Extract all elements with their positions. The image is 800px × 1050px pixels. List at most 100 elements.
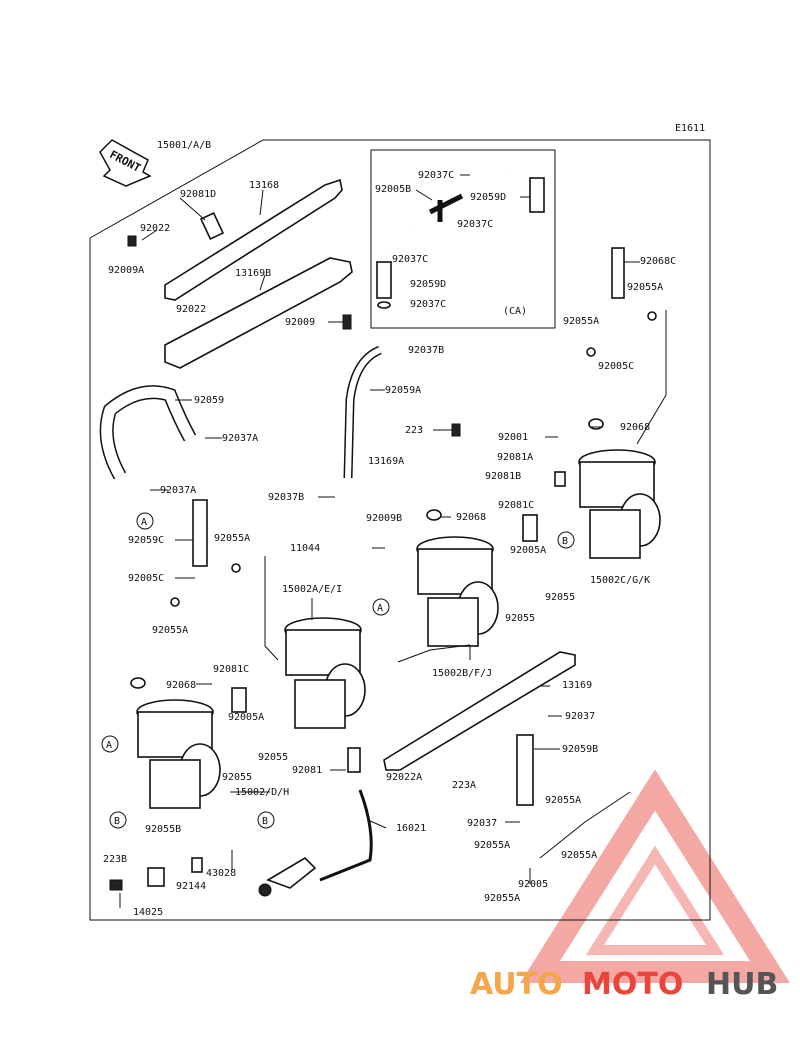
- label-13169b: 13169B: [235, 268, 271, 279]
- label-92081: 92081: [292, 765, 322, 776]
- watermark-logo: [520, 769, 790, 983]
- label-92005: 92005: [518, 879, 548, 890]
- label-14025: 14025: [133, 907, 163, 918]
- small-parts: [109, 247, 657, 897]
- label-92055a-5: 92055A: [545, 795, 581, 806]
- diagram-id: E1611: [675, 123, 705, 134]
- label-92055-d: 92055: [222, 772, 252, 783]
- label-92005c-1: 92005C: [598, 361, 634, 372]
- ca-inset: (CA): [370, 149, 556, 329]
- label-92022a: 92022A: [386, 772, 422, 783]
- label-92055a-4: 92055A: [152, 625, 188, 636]
- label-92037b-1: 92037B: [408, 345, 444, 356]
- label-223a: 223A: [452, 780, 476, 791]
- label-92009b: 92009B: [366, 513, 402, 524]
- label-92037c-1: 92037C: [418, 170, 454, 181]
- label-92005a-1: 92005A: [510, 545, 546, 556]
- front-arrow: FRONT: [99, 139, 152, 187]
- circle-marker-a-2: A: [372, 598, 390, 616]
- label-92005a-2: 92005A: [228, 712, 264, 723]
- label-43028: 43028: [206, 868, 236, 879]
- label-15002cgk: 15002C/G/K: [590, 575, 650, 586]
- label-223b: 223B: [103, 854, 127, 865]
- label-92005c-2: 92005C: [128, 573, 164, 584]
- label-16021: 16021: [396, 823, 426, 834]
- label-92009: 92009: [285, 317, 315, 328]
- label-92037c-4: 92037C: [410, 299, 446, 310]
- label-92005b: 92005B: [375, 184, 411, 195]
- watermark-hub: HUB: [706, 967, 778, 1002]
- diagram-frame: E1611: [89, 123, 711, 921]
- marker-b-text: B: [114, 816, 120, 827]
- watermark-moto: MOTO: [582, 967, 683, 1002]
- label-92055a-6b: 92055A: [474, 840, 510, 851]
- marker-b-text: B: [562, 536, 568, 547]
- label-92055a-1: 92055A: [627, 282, 663, 293]
- carb-left: [136, 699, 221, 809]
- circle-marker-a-3: A: [101, 735, 119, 753]
- label-92037c-2: 92037C: [457, 219, 493, 230]
- circle-marker-b-1: B: [557, 531, 575, 549]
- label-92055b: 92055B: [145, 824, 181, 835]
- label-92055-c: 92055: [258, 752, 288, 763]
- label-92055-b: 92055: [505, 613, 535, 624]
- label-15001: 15001/A/B: [157, 140, 211, 151]
- label-92059a: 92059A: [385, 385, 421, 396]
- label-92055a-3: 92055A: [214, 533, 250, 544]
- marker-a-text: A: [377, 603, 383, 614]
- label-92081c-1: 92081C: [498, 500, 534, 511]
- label-92037-a: 92037: [565, 711, 595, 722]
- label-92037b-2: 92037B: [268, 492, 304, 503]
- label-92059: 92059: [194, 395, 224, 406]
- label-92037a-2: 92037A: [160, 485, 196, 496]
- label-92037c-3: 92037C: [392, 254, 428, 265]
- marker-b-text: B: [262, 816, 268, 827]
- circle-marker-b-2: B: [109, 811, 127, 829]
- label-92144: 92144: [176, 881, 206, 892]
- part-labels: 15001/A/B 92081D 13168 92022 92009A 1316…: [103, 140, 676, 918]
- circle-marker-a-1: A: [136, 512, 154, 530]
- label-92009a: 92009A: [108, 265, 144, 276]
- label-92059c: 92059C: [128, 535, 164, 546]
- label-15002aei: 15002A/E/I: [282, 584, 342, 595]
- top-rails: [127, 178, 353, 369]
- inset-label: (CA): [503, 306, 527, 317]
- carb-right: [578, 449, 661, 559]
- label-92022-a: 92022: [140, 223, 170, 234]
- label-13168: 13168: [249, 180, 279, 191]
- marker-a-text: A: [106, 740, 112, 751]
- label-92037-b: 92037: [467, 818, 497, 829]
- label-92059d-2: 92059D: [410, 279, 446, 290]
- label-92081c-2: 92081C: [213, 664, 249, 675]
- carb-center-right: [416, 536, 499, 647]
- label-92037a-1: 92037A: [222, 433, 258, 444]
- label-11044: 11044: [290, 543, 320, 554]
- label-92081d: 92081D: [180, 189, 216, 200]
- marker-a-text: A: [141, 517, 147, 528]
- watermark-text: AUTO MOTO HUB: [470, 967, 778, 1002]
- watermark-auto: AUTO: [470, 967, 563, 1002]
- label-92059b: 92059B: [562, 744, 598, 755]
- label-92068-b: 92068: [456, 512, 486, 523]
- label-92068c: 92068C: [640, 256, 676, 267]
- label-92001: 92001: [498, 432, 528, 443]
- label-92022-b: 92022: [176, 304, 206, 315]
- label-92059d-1: 92059D: [470, 192, 506, 203]
- label-92055a-2: 92055A: [563, 316, 599, 327]
- label-13169a: 13169A: [368, 456, 404, 467]
- label-92068-a: 92068: [620, 422, 650, 433]
- label-92055a-6: 92055A: [561, 850, 597, 861]
- label-15002dh: 15002/D/H: [235, 787, 289, 798]
- label-92055-a: 92055: [545, 592, 575, 603]
- leader-lines: [119, 174, 667, 908]
- label-92068-c: 92068: [166, 680, 196, 691]
- label-223: 223: [405, 425, 423, 436]
- label-15002bfj: 15002B/F/J: [432, 668, 492, 679]
- label-92081a: 92081A: [497, 452, 533, 463]
- label-92055a-7: 92055A: [484, 893, 520, 904]
- label-13169: 13169: [562, 680, 592, 691]
- carb-center-left: [284, 617, 366, 729]
- hoses: [99, 345, 382, 882]
